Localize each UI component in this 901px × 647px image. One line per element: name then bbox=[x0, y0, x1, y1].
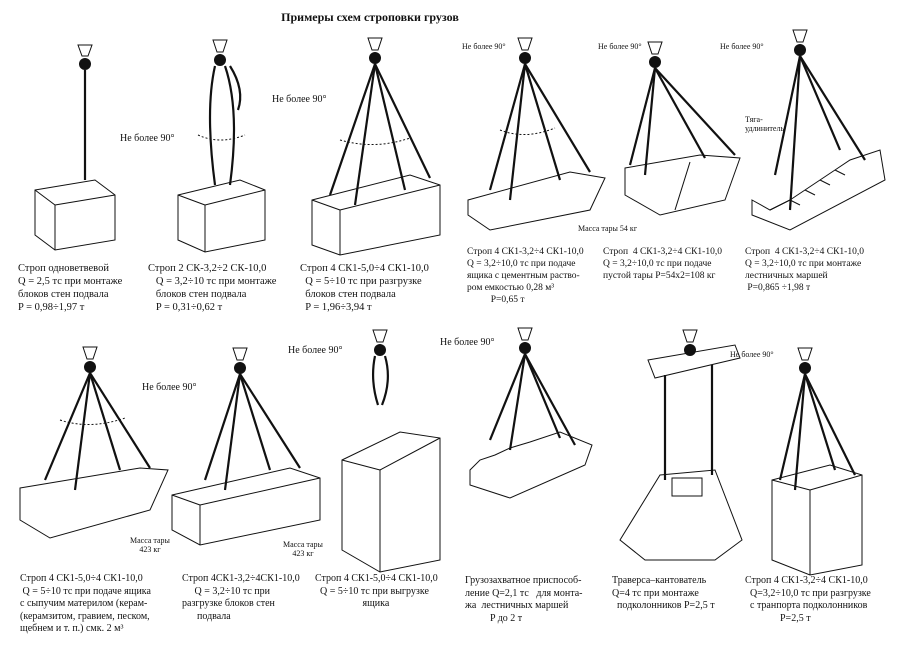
caption-row2-6: Строп 4 СК1-3,2÷4 СК1-10,0 Q=3,2÷10,0 тс… bbox=[745, 575, 871, 624]
caption-row1-4: Строп 4 СК1-3,2÷4 СК1-10,0 Q = 3,2÷10,0 … bbox=[467, 247, 584, 305]
diagram-mortar-box bbox=[467, 37, 606, 231]
caption-row2-2: Строп 4СК1-3,2÷4СК1-10,0 Q = 3,2÷10 тс п… bbox=[182, 573, 300, 622]
angle-label: Не более 90° bbox=[598, 42, 642, 51]
diagram-subcolumn-unloading bbox=[771, 347, 863, 576]
tare-mass-label: Масса тары 54 кг bbox=[578, 224, 638, 233]
caption-row1-1: Строп одноветвевой Q = 2,5 тс при монтаж… bbox=[18, 263, 123, 313]
tare-mass-label: Масса тары 423 кг bbox=[283, 540, 323, 558]
extension-rod-label: Тяга- удлинитель bbox=[745, 115, 785, 133]
caption-row1-6: Строп 4 СК1-3,2÷4 СК1-10,0 Q = 3,2÷10,0 … bbox=[745, 247, 864, 293]
diagram-single-leg-sling bbox=[34, 44, 116, 251]
angle-label: Не более 90° bbox=[288, 345, 343, 356]
angle-label: Не более 90° bbox=[272, 94, 327, 105]
page-title: Примеры схем строповки грузов bbox=[281, 10, 459, 24]
angle-label: Не более 90° bbox=[440, 337, 495, 348]
angle-label: Не более 90° bbox=[720, 42, 764, 51]
tare-mass-label: Масса тары 423 кг bbox=[130, 536, 170, 554]
caption-row2-3: Строп 4 СК1-5,0÷4 СК1-10,0 Q = 5÷10 тс п… bbox=[315, 573, 438, 609]
caption-row2-1: Строп 4 СК1-5,0÷4 СК1-10,0 Q = 5÷10 тс п… bbox=[20, 573, 151, 634]
diagram-empty-containers bbox=[624, 41, 741, 216]
diagram-four-leg-sling-blocks bbox=[311, 37, 441, 256]
caption-row1-3: Строп 4 СК1-5,0÷4 СК1-10,0 Q = 5÷10 тс п… bbox=[300, 263, 429, 313]
diagram-two-leg-sling bbox=[177, 39, 266, 253]
angle-label: Не более 90° bbox=[730, 350, 774, 359]
caption-row1-2: Строп 2 СК-3,2÷2 СК-10,0 Q = 3,2÷10 тс п… bbox=[148, 263, 277, 313]
angle-label: Не более 90° bbox=[142, 382, 197, 393]
diagram-stair-gripper bbox=[469, 327, 593, 499]
caption-row1-5: Строп 4 СК1-3,2÷4 СК1-10,0 Q = 3,2÷10,0 … bbox=[603, 247, 722, 281]
caption-row2-4: Грузозахватное приспособ- ление Q=2,1 тс… bbox=[465, 575, 583, 624]
diagram-stair-flight bbox=[751, 29, 886, 231]
diagram-bulk-material-box bbox=[19, 346, 169, 539]
angle-label: Не более 90° bbox=[120, 133, 175, 144]
diagram-traverse-tilter bbox=[619, 329, 743, 561]
caption-row2-5: Траверса–кантователь Q=4 тс при монтаже … bbox=[612, 575, 715, 611]
angle-label: Не более 90° bbox=[462, 42, 506, 51]
diagram-four-leg-blocks-2 bbox=[171, 347, 321, 546]
diagram-box-unloading bbox=[341, 329, 441, 573]
